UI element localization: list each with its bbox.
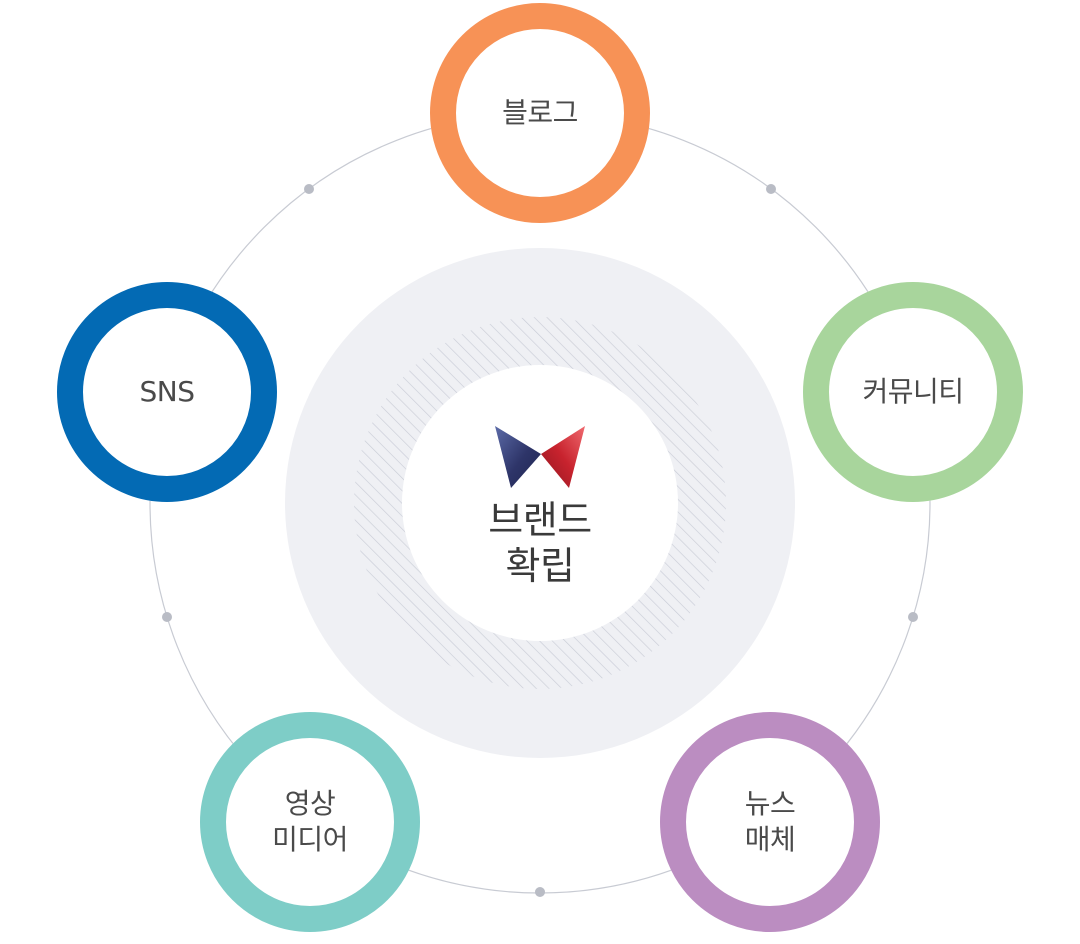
orbit-dot bbox=[908, 612, 918, 622]
node-video-media-label-line: 미디어 bbox=[272, 823, 348, 856]
node-sns-ring bbox=[57, 282, 277, 502]
brand-logo-icon bbox=[495, 426, 585, 488]
node-video-media-label-line: 영상 bbox=[284, 787, 336, 820]
node-rings bbox=[57, 3, 1023, 932]
node-video-media-ring bbox=[200, 712, 420, 932]
node-community-ring bbox=[803, 282, 1023, 502]
node-news-media-label-line: 뉴스 bbox=[744, 787, 796, 820]
node-sns-label-line: SNS bbox=[139, 375, 196, 408]
node-news-media-ring bbox=[660, 712, 880, 932]
node-news-media-label-line: 매체 bbox=[744, 823, 796, 856]
node-community-label: 커뮤니티 bbox=[862, 374, 964, 410]
orbit-dot bbox=[304, 184, 314, 194]
node-community-label-line: 커뮤니티 bbox=[862, 375, 964, 408]
center-title-line1: 브랜드 bbox=[488, 498, 592, 542]
node-blog-label-line: 블로그 bbox=[502, 96, 578, 129]
center-title: 브랜드 확립 bbox=[488, 497, 592, 589]
node-sns-label: SNS bbox=[139, 374, 196, 410]
orbit-dot bbox=[766, 184, 776, 194]
center-inner-disc bbox=[402, 365, 678, 641]
orbit-dot bbox=[535, 887, 545, 897]
orbit-dot bbox=[162, 612, 172, 622]
node-blog-label: 블로그 bbox=[502, 95, 578, 131]
orbit-dots bbox=[162, 184, 918, 897]
node-blog-ring bbox=[430, 3, 650, 223]
center-title-line2: 확립 bbox=[505, 544, 575, 588]
